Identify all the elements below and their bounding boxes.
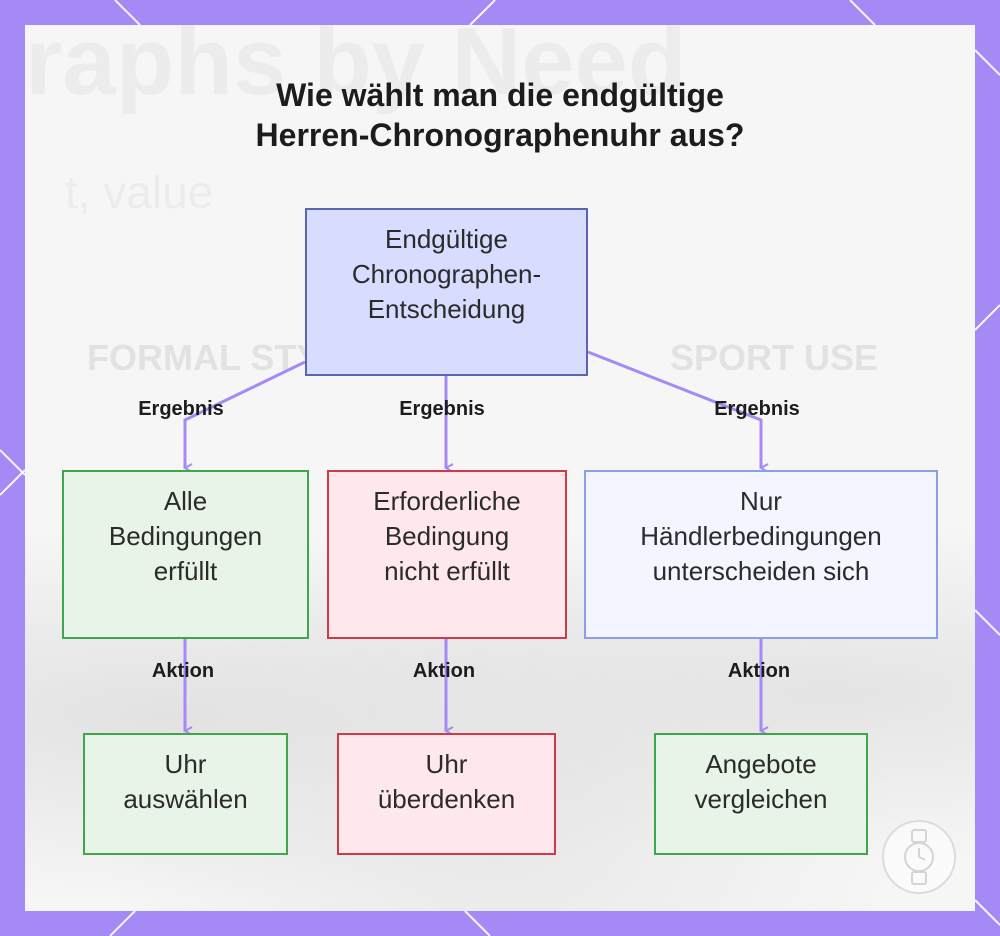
edge-label-action: Aktion <box>151 660 215 682</box>
node-text-line: Uhr <box>425 749 468 779</box>
edge-label-action: Aktion <box>412 660 476 682</box>
diagram-title: Wie wählt man die endgültige Herren-Chro… <box>0 75 1000 155</box>
node-text-line: Endgültige <box>385 224 508 254</box>
watermark-subtitle: t, value <box>65 166 214 218</box>
node-text-line: Alle <box>163 486 208 516</box>
node-all-conditions-met: Alle Bedingungen erfüllt <box>62 470 309 639</box>
node-text-line: Chronographen- <box>351 259 542 289</box>
node-required-condition-not-met: Erforderliche Bedingung nicht erfüllt <box>327 470 567 639</box>
node-text-line: Erforderliche <box>373 486 521 516</box>
node-text-line: Händlerbedingungen <box>640 521 882 551</box>
edge-label-result: Ergebnis <box>714 398 800 420</box>
edge-label-action: Aktion <box>727 660 791 682</box>
node-text-line: vergleichen <box>694 784 828 814</box>
node-text-line: Bedingung <box>384 521 510 551</box>
node-text-line: überdenken <box>377 784 516 814</box>
node-reconsider-watch: Uhr überdenken <box>337 733 556 855</box>
title-line-2: Herren-Chronographenuhr aus? <box>255 117 745 153</box>
edge-root-to-dealer <box>587 350 761 468</box>
title-line-1: Wie wählt man die endgültige <box>276 77 724 113</box>
node-text-line: nicht erfüllt <box>384 556 510 586</box>
edge-label-result: Ergebnis <box>138 398 224 420</box>
watch-icon <box>882 820 956 894</box>
watermark-right: SPORT USE <box>670 337 879 378</box>
node-text-line: Uhr <box>164 749 207 779</box>
node-final-decision: Endgültige Chronographen- Entscheidung <box>305 208 588 376</box>
node-text-line: Entscheidung <box>367 294 526 324</box>
node-dealer-conditions-differ: Nur Händlerbedingungen unterscheiden sic… <box>584 470 938 639</box>
node-choose-watch: Uhr auswählen <box>83 733 288 855</box>
edge-label-result: Ergebnis <box>399 398 485 420</box>
node-text-line: auswählen <box>123 784 248 814</box>
node-text-line: Bedingungen <box>108 521 263 551</box>
watermark-title: raphs by Need <box>25 25 687 115</box>
edge-root-to-all-met <box>185 360 306 468</box>
node-text-line: Nur <box>740 486 782 516</box>
watermark-left: FORMAL STY <box>87 337 321 378</box>
node-text-line: Angebote <box>705 749 817 779</box>
node-text-line: unterscheiden sich <box>652 556 870 586</box>
node-text-line: erfüllt <box>153 556 218 586</box>
node-compare-offers: Angebote vergleichen <box>654 733 868 855</box>
